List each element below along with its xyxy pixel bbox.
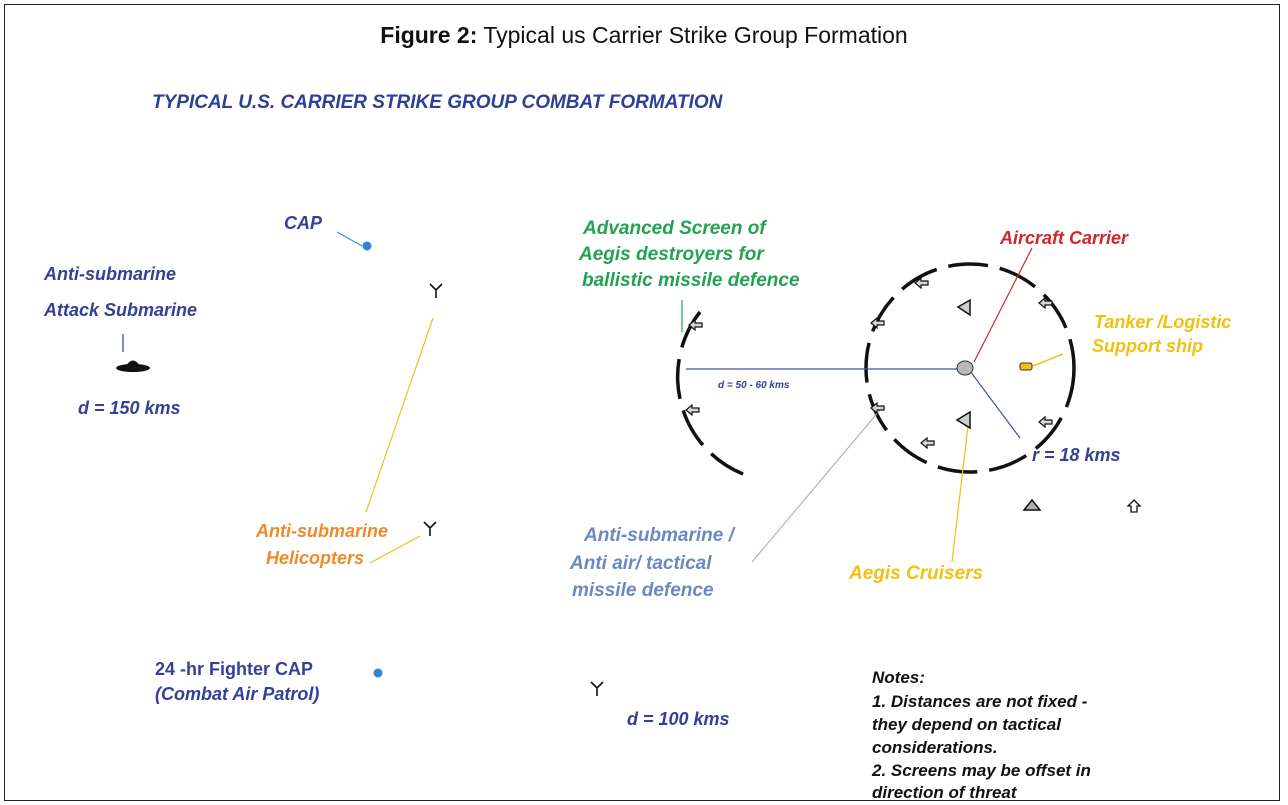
aircraft-carrier-icon — [956, 360, 974, 376]
submarine-icon — [116, 360, 150, 372]
helicopters-label-line2: Helicopters — [266, 548, 365, 568]
notes-line5: direction of threat — [872, 783, 1017, 802]
advanced-screen-label-line1: Advanced Screen of — [583, 218, 766, 239]
inner-screen-ring — [864, 262, 1076, 474]
helicopters-label-line1: Anti-submarine — [256, 521, 389, 541]
distance-100-label: d = 100 kms — [627, 709, 730, 729]
tanker-label-line2: Support ship — [1092, 336, 1203, 356]
cap-icon-bottom — [373, 668, 383, 678]
helicopter-icon — [590, 681, 604, 696]
destroyer-icon — [914, 276, 929, 290]
attack-submarine-label-line2: Attack Submarine — [44, 300, 198, 320]
advanced-screen-label-line3: ballistic missile defence — [582, 270, 800, 291]
advanced-screen-label-line2: Aegis destroyers for — [579, 244, 764, 265]
distance-50-60-label: d = 50 - 60 kms — [718, 380, 790, 391]
cap-label: CAP — [284, 213, 323, 233]
escort-defence-label-line2: Anti air/ tactical — [570, 553, 712, 574]
aircraft-carrier-label: Aircraft Carrier — [1000, 228, 1129, 248]
helicopter-icon — [429, 283, 443, 298]
destroyer-icon — [1038, 296, 1053, 310]
advanced-screen-arc — [675, 310, 744, 476]
figure-caption-text: Typical us Carrier Strike Group Formatio… — [477, 22, 908, 48]
figure-caption-label: Figure 2: — [380, 22, 478, 48]
escort-defence-label-line3: missile defence — [572, 580, 714, 601]
notes-line1: 1. Distances are not fixed - — [872, 692, 1088, 711]
radius-line — [969, 370, 1021, 439]
destroyer-icon — [870, 316, 885, 330]
escort-defence-label-line1: Anti-submarine / — [584, 525, 734, 546]
helicopter-icons — [423, 283, 604, 696]
figure-frame — [4, 4, 1280, 801]
notes-line4: 2. Screens may be offset in — [872, 761, 1091, 780]
cruiser-triangle-icon — [1022, 498, 1042, 511]
distance-150-label: d = 150 kms — [78, 398, 181, 418]
fighter-cap-label-line2: (Combat Air Patrol) — [155, 684, 320, 704]
cap-icon-top — [362, 241, 372, 251]
destroyer-arrow-icon — [1126, 499, 1142, 513]
helicopter-pointer-short — [369, 535, 421, 564]
destroyer-icons — [685, 276, 1053, 450]
carrier-pointer — [973, 247, 1033, 363]
destroyer-icon — [688, 318, 703, 332]
destroyer-icon — [920, 436, 935, 450]
figure-caption: Figure 2: Typical us Carrier Strike Grou… — [0, 22, 1288, 49]
notes-line2: they depend on tactical — [872, 715, 1061, 734]
notes-heading: Notes: — [872, 668, 925, 687]
tanker-pointer — [1032, 353, 1064, 367]
aegis-cruisers-label: Aegis Cruisers — [849, 563, 984, 584]
cap-pointer — [336, 231, 363, 247]
attack-submarine-label-line1: Anti-submarine — [44, 264, 177, 284]
escort-pointer — [751, 409, 881, 563]
destroyer-icon — [685, 403, 700, 417]
cruiser-pointer — [951, 425, 969, 563]
cruiser-icon-top — [956, 298, 971, 317]
helicopter-icon — [423, 521, 437, 536]
notes-line3: considerations. — [872, 738, 998, 757]
helicopter-pointer-long — [365, 317, 434, 513]
tanker-label-line1: Tanker /Logistic — [1094, 312, 1232, 332]
fighter-cap-label-line1: 24 -hr Fighter CAP — [155, 659, 314, 679]
diagram-title: TYPICAL U.S. CARRIER STRIKE GROUP COMBAT… — [152, 92, 723, 113]
destroyer-icon — [1038, 415, 1053, 429]
radius-18-label: r = 18 kms — [1032, 445, 1121, 465]
tanker-icon — [1019, 362, 1033, 371]
destroyer-icon — [870, 401, 885, 415]
cruiser-icon-bottom — [955, 410, 971, 430]
